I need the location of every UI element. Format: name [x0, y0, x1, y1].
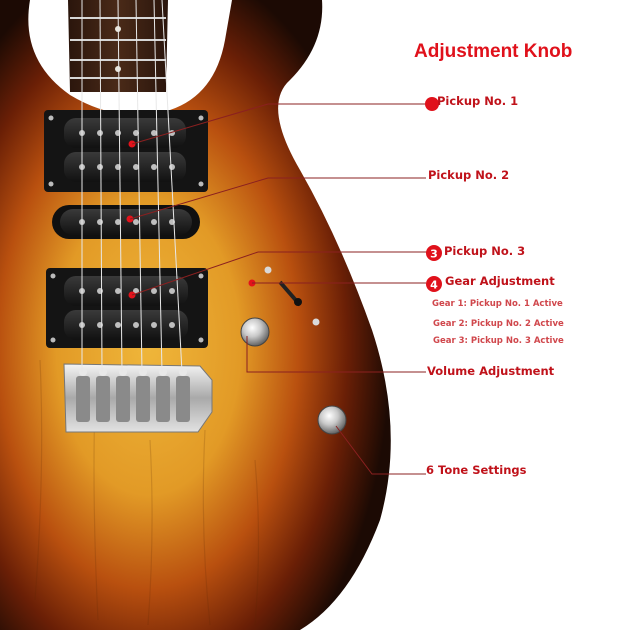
tone-knob: [317, 405, 347, 435]
diagram-title: Adjustment Knob: [414, 41, 573, 62]
volume-knob: [240, 317, 270, 347]
label-pickup-2: Pickup No. 2: [428, 168, 510, 182]
selector-switch: [264, 266, 320, 326]
marker-3-text: 3: [430, 248, 438, 261]
label-gear-2: Gear 2: Pickup No. 2 Active: [433, 319, 564, 329]
pickup-2: [52, 205, 200, 239]
strings: [81, 0, 183, 373]
label-gear-adjustment: Gear Adjustment: [445, 274, 555, 288]
label-gear-1: Gear 1: Pickup No. 1 Active: [432, 299, 563, 309]
leader-lines: [129, 103, 428, 475]
pickup-1: [44, 110, 208, 192]
label-tone-settings: 6 Tone Settings: [426, 463, 527, 477]
numbered-circle-icon: [426, 276, 442, 292]
red-dot-icon: [425, 97, 439, 111]
bridge: [63, 363, 213, 433]
pickup-3: [46, 268, 208, 348]
label-pickup-3: Pickup No. 3: [444, 244, 526, 258]
label-pickup-1: Pickup No. 1: [437, 94, 519, 108]
wood-grain: [34, 359, 260, 626]
marker-4-text: 4: [430, 279, 438, 292]
numbered-circle-icon: [426, 245, 442, 261]
label-volume-adjustment: Volume Adjustment: [427, 364, 555, 378]
label-gear-3: Gear 3: Pickup No. 3 Active: [433, 336, 564, 346]
